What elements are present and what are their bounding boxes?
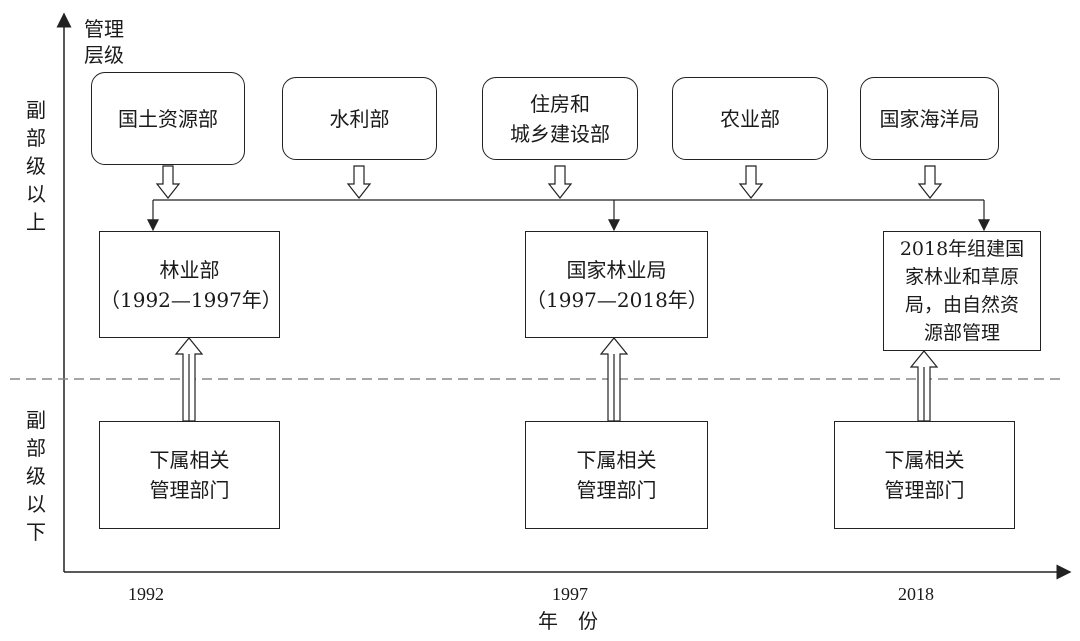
dept-oceanic-administration: 国家海洋局	[860, 77, 999, 160]
upper-level-label: 副部级以上	[26, 98, 46, 234]
sub-department-1997: 下属相关 管理部门	[525, 421, 708, 529]
hollow-down-arrow-3	[547, 165, 573, 199]
hollow-up-arrow-1	[174, 337, 204, 422]
hollow-down-arrow-1	[155, 165, 181, 199]
sub-department-1992: 下属相关 管理部门	[99, 421, 280, 529]
lower-level-label: 副部级以下	[26, 408, 46, 544]
year-1992: 1992	[128, 584, 164, 604]
dept-land-resources: 国土资源部	[91, 72, 245, 165]
hollow-down-arrow-2	[346, 165, 372, 199]
dept-housing-construction: 住房和 城乡建设部	[482, 77, 638, 160]
y-axis-title: 管理 层级	[84, 17, 124, 67]
state-forestry-administration-box: 国家林业局 （1997—2018年）	[525, 231, 708, 338]
dept-water-resources: 水利部	[282, 77, 437, 160]
forestry-grassland-administration-box: 2018年组建国 家林业和草原 局，由自然资 源部管理	[883, 231, 1041, 351]
hollow-down-arrow-5	[917, 165, 943, 199]
year-2018: 2018	[898, 584, 934, 604]
hollow-down-arrow-4	[738, 165, 764, 199]
x-axis-title: 年 份	[538, 609, 598, 633]
dept-agriculture: 农业部	[672, 77, 828, 160]
hollow-up-arrow-2	[599, 337, 629, 422]
hollow-up-arrow-3	[909, 350, 939, 422]
forestry-ministry-box: 林业部 （1992—1997年）	[99, 231, 282, 338]
sub-department-2018: 下属相关 管理部门	[834, 421, 1015, 529]
year-1997: 1997	[552, 584, 588, 604]
